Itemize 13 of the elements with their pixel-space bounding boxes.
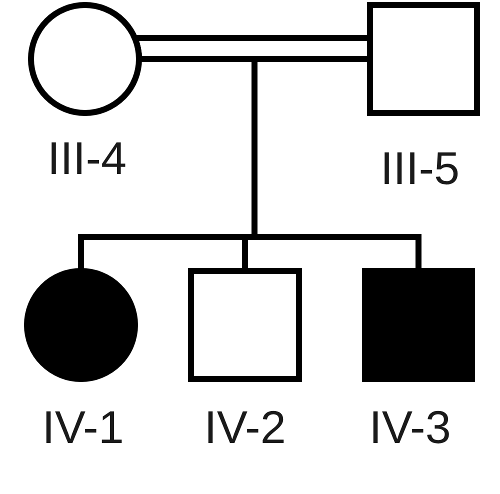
male-symbol	[367, 2, 480, 116]
descent-line	[254, 234, 422, 271]
individual-label: III-5	[380, 145, 460, 191]
individual-label: IV-3	[369, 404, 451, 450]
individual-label: IV-2	[204, 404, 286, 450]
individual-label: IV-1	[42, 404, 124, 450]
male-symbol	[188, 268, 302, 382]
descent-line	[252, 59, 258, 237]
female-symbol	[28, 2, 142, 116]
affected-male-symbol	[362, 268, 475, 382]
affected-female-symbol	[24, 268, 138, 382]
individual-label: III-4	[47, 135, 127, 181]
marriage-line	[139, 56, 254, 62]
